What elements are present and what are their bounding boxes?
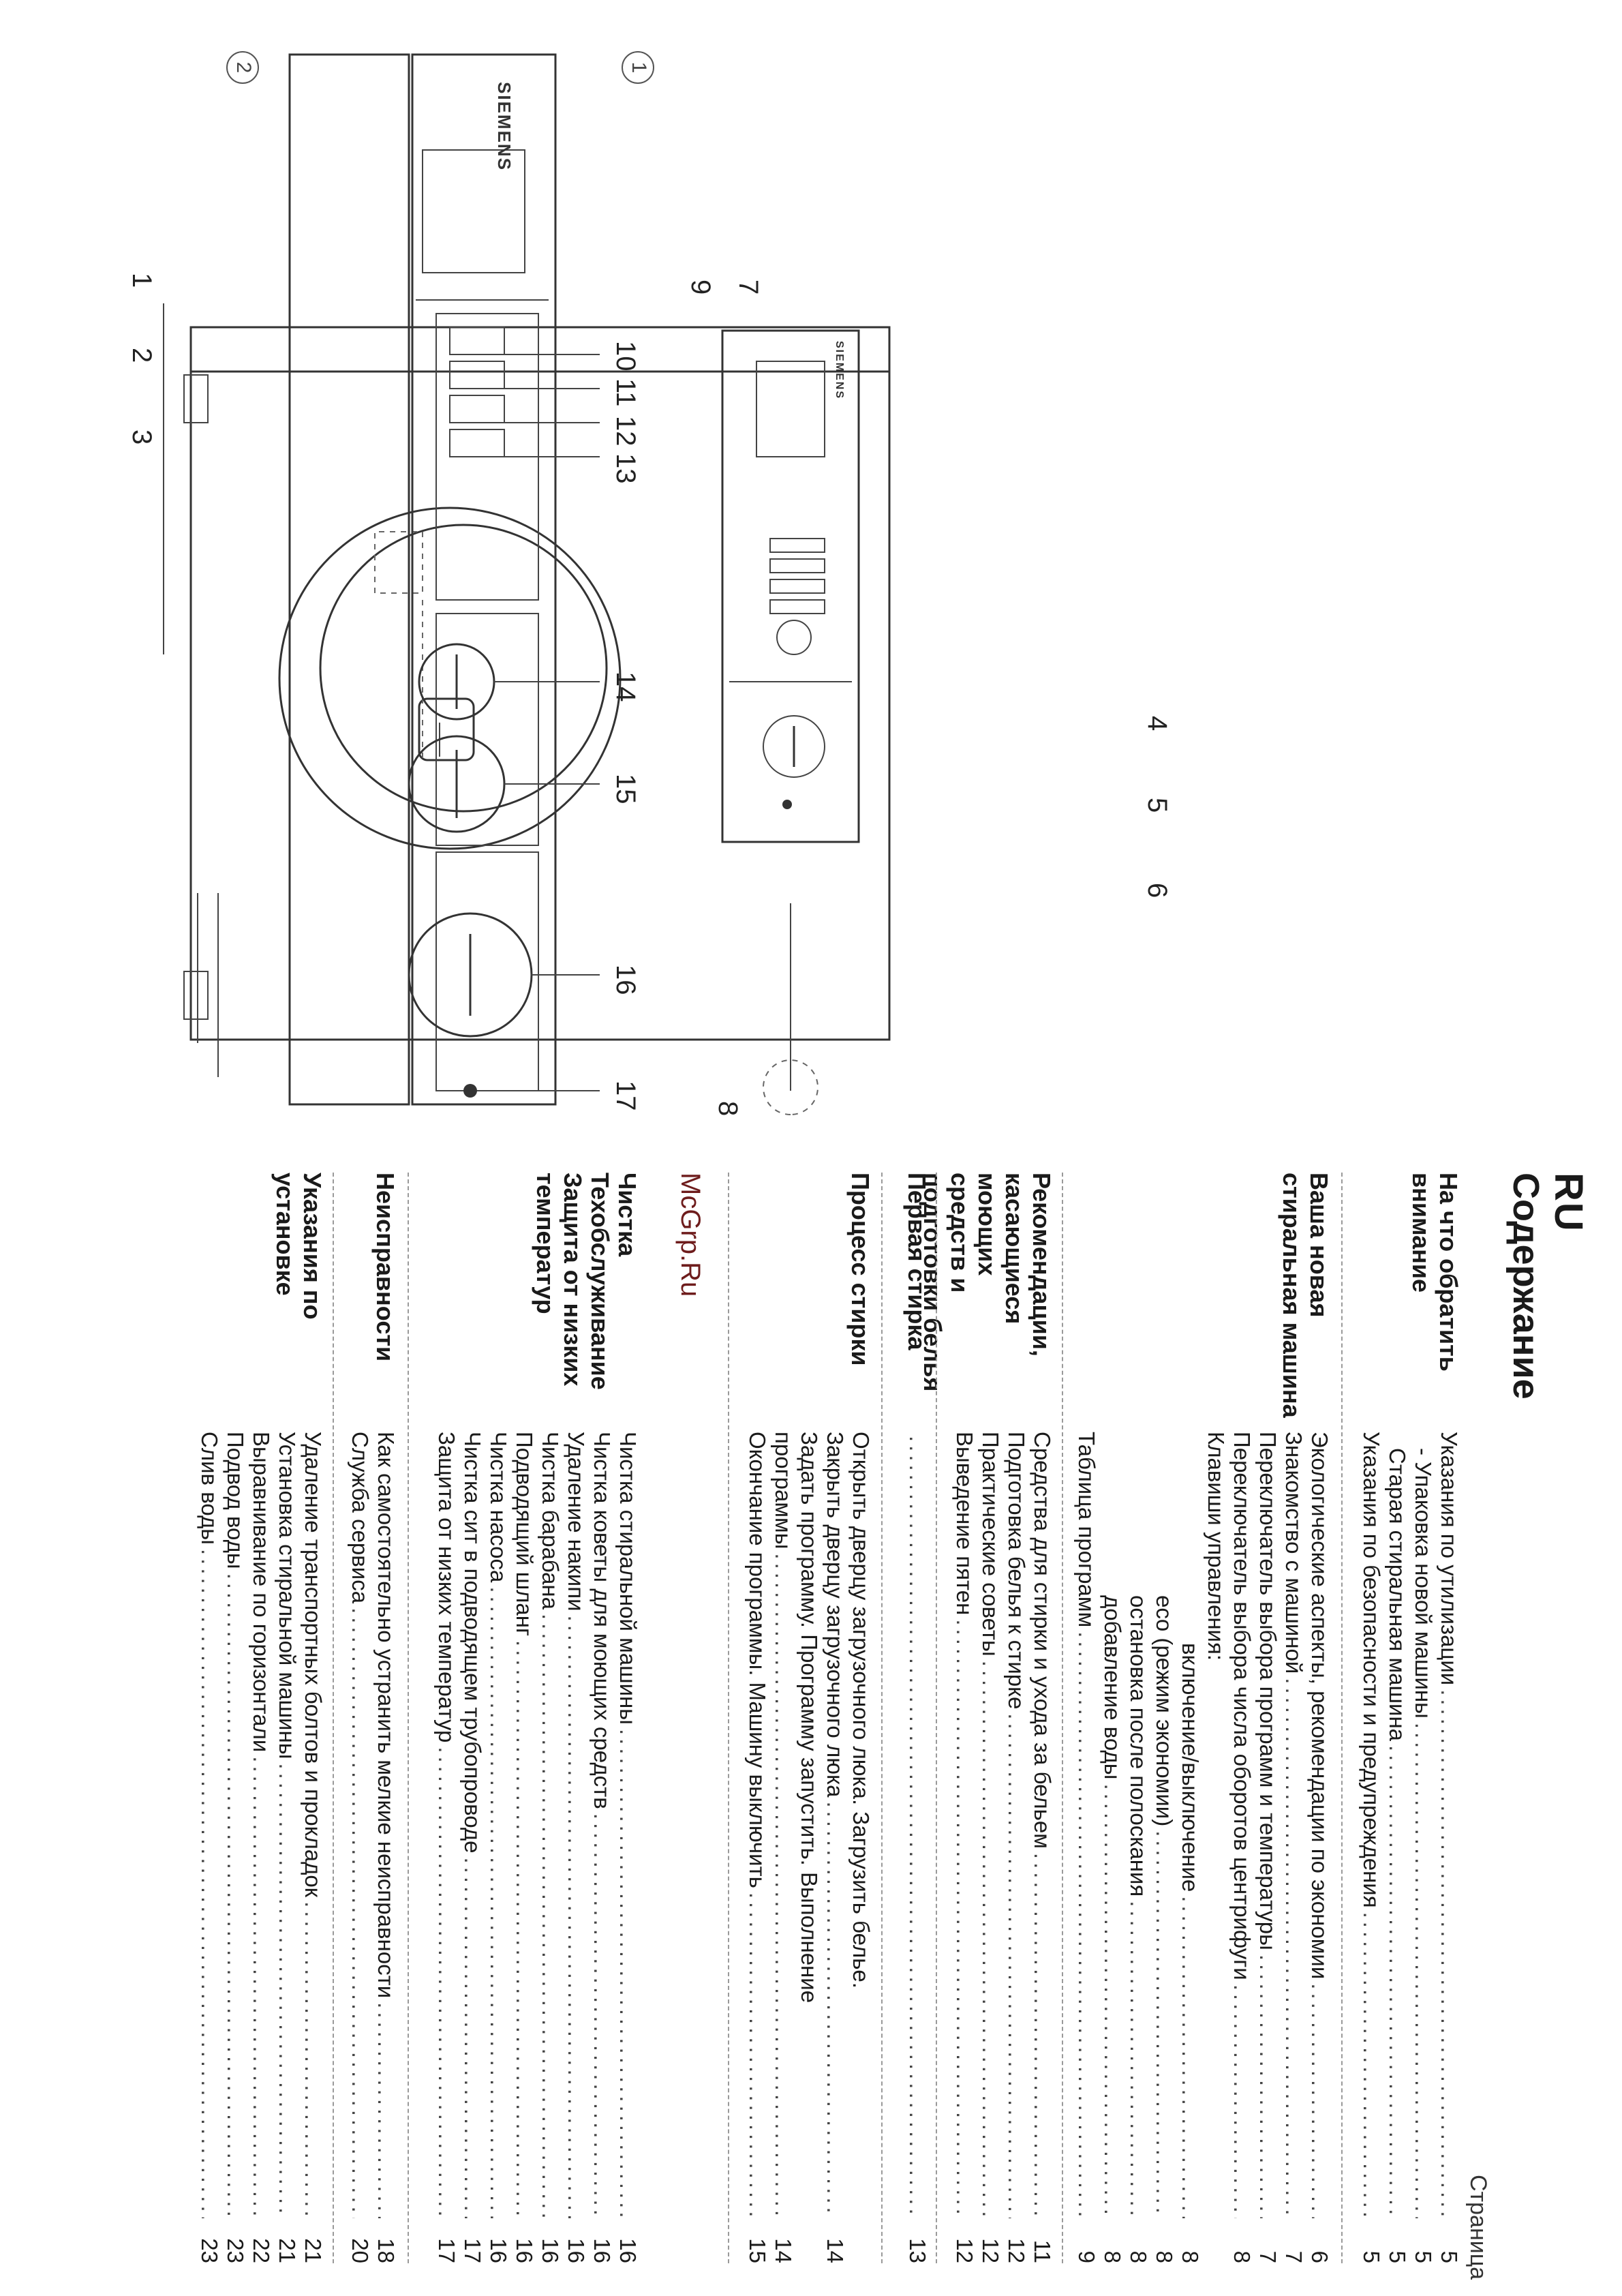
section-heading: Рекомендации, касающиеся моющих средств … xyxy=(919,1173,1056,1392)
toc-entry[interactable]: Переключатель выбора числа оборотов цент… xyxy=(1229,1432,1255,2263)
toc-entry[interactable]: Удаление накипи16 xyxy=(563,1432,589,2263)
toc-entry[interactable]: Чистка барабана16 xyxy=(537,1432,563,2263)
toc-entry[interactable]: Закрыть дверцу загрузочного люка14 xyxy=(822,1432,848,2263)
toc-entry[interactable]: Экологические аспекты, рекомендации по э… xyxy=(1306,1432,1332,2263)
toc-entry: Задать программу. Программу запустить. В… xyxy=(797,1432,822,2004)
divider xyxy=(1062,1173,1063,2263)
fig2-callout-10: 10 xyxy=(611,341,641,372)
section-heading: На что обратить внимание xyxy=(1407,1173,1463,1372)
divider xyxy=(408,1173,409,2263)
toc-entry[interactable]: Удаление транспортных болтов и прокладок… xyxy=(300,1432,326,2263)
toc-entry[interactable]: Знакомство с машиной7 xyxy=(1281,1432,1306,2263)
toc-entry[interactable]: Чистка насоса16 xyxy=(485,1432,511,2263)
fig2-callout-14: 14 xyxy=(611,671,641,702)
divider xyxy=(1341,1173,1343,2263)
figure-2-panel-drawing xyxy=(288,53,600,1106)
toc-entry[interactable]: eco (режим экономии)8 xyxy=(1151,1432,1177,2263)
toc-entry[interactable]: Подготовка белья к стирке12 xyxy=(1003,1432,1029,2263)
toc-entry[interactable]: добавление воды8 xyxy=(1099,1432,1125,2263)
toc-entry[interactable]: Чистка коветы для моющих средств16 xyxy=(589,1432,615,2263)
toc-entry[interactable]: Чистка сит в подводящем трубопроводе17 xyxy=(459,1432,485,2263)
section-heading: Чистка Техобслуживание Защита от низких … xyxy=(532,1173,641,1390)
fig2-callout-12: 12 xyxy=(611,416,641,447)
toc-entry[interactable]: Таблица программ9 xyxy=(1073,1432,1099,2263)
toc-entry[interactable]: Подводящий шланг16 xyxy=(511,1432,537,2263)
fig2-callout-13: 13 xyxy=(611,453,641,484)
toc-entry[interactable]: Как самостоятельно устранить мелкие неис… xyxy=(373,1432,399,2263)
toc-entry[interactable]: программы14 xyxy=(770,1432,796,2263)
language-code: RU xyxy=(1546,1173,1591,1233)
toc-entry[interactable]: Переключатель выбора программ и температ… xyxy=(1255,1432,1281,2263)
divider xyxy=(936,1173,937,2263)
page-title: Содержание xyxy=(1505,1173,1546,1400)
toc-entry[interactable]: Выравнивание по горизонтали22 xyxy=(248,1432,274,2263)
toc-entry[interactable]: 13 xyxy=(904,1432,930,2263)
divider xyxy=(333,1173,334,2263)
fig2-callout-16: 16 xyxy=(611,965,641,995)
toc-entry[interactable]: Установка стиральной машины21 xyxy=(274,1432,300,2263)
section-heading: Неисправности xyxy=(371,1173,399,1362)
toc-entry[interactable]: Защита от низких температур17 xyxy=(433,1432,459,2263)
toc-entry[interactable]: Чистка стиральной машины16 xyxy=(615,1432,641,2263)
toc-entry[interactable]: Средства для стирки и ухода за бельем11 xyxy=(1029,1432,1055,2263)
fig2-callout-17: 17 xyxy=(611,1081,641,1111)
toc-entry[interactable]: - Упаковка новой машины5 xyxy=(1410,1432,1436,2263)
page-column-label: Страница xyxy=(1465,2175,1491,2280)
toc-entry[interactable]: Выведение пятен12 xyxy=(951,1432,977,2263)
toc-entry[interactable]: Подвод воды23 xyxy=(222,1432,248,2263)
toc-entry[interactable]: Указания по безопасности и предупреждени… xyxy=(1358,1432,1384,2263)
toc-entry[interactable]: остановка после полоскания8 xyxy=(1125,1432,1151,2263)
toc-entry: Открыть дверцу загрузочного люка. Загруз… xyxy=(848,1432,874,1989)
section-heading: Указания по установке xyxy=(271,1173,326,1320)
toc-entry[interactable]: Слив воды23 xyxy=(196,1432,222,2263)
toc-entry[interactable]: Служба сервиса20 xyxy=(347,1432,373,2263)
toc-entry: Клавиши управления: xyxy=(1204,1432,1229,1661)
watermark: McGrp.Ru xyxy=(675,1173,705,1297)
section-heading: Процесс стирки xyxy=(846,1173,874,1366)
figure-2-brand: SIEMENS xyxy=(494,82,515,172)
section-heading: Ваша новая стиральная машина xyxy=(1278,1173,1333,1418)
toc-entry[interactable]: включение/выключение8 xyxy=(1177,1432,1203,2263)
figure-1-machine-drawing xyxy=(163,303,891,1115)
section-heading: Первая стирка xyxy=(903,1173,931,1350)
divider xyxy=(728,1173,729,2263)
toc-entry[interactable]: Старая стиральная машина5 xyxy=(1384,1432,1410,2263)
toc-entry[interactable]: Практические советы12 xyxy=(977,1432,1003,2263)
toc-entry[interactable]: Указания по утилизации5 xyxy=(1436,1432,1462,2263)
fig2-callout-15: 15 xyxy=(611,774,641,804)
fig2-callout-11: 11 xyxy=(611,378,641,407)
toc-entry[interactable]: Окончание программы. Машину выключить15 xyxy=(744,1432,770,2263)
divider xyxy=(881,1173,883,2263)
